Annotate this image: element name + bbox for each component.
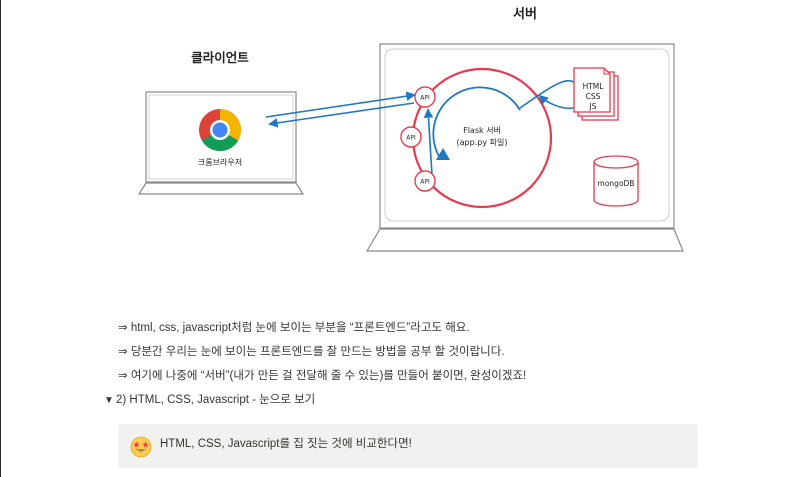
api-node-bottom: API — [414, 170, 436, 192]
flask-label-line2: (app.py 파일) — [457, 138, 508, 147]
db-label: mongoDB — [598, 179, 635, 188]
database-icon — [593, 155, 639, 207]
api-node-top: API — [414, 86, 436, 108]
client-title: 클라이언트 — [191, 50, 249, 65]
flask-cycle-arrowhead — [436, 148, 450, 160]
toggle-label: 2) HTML, CSS, Javascript - 눈으로 보기 — [116, 394, 316, 406]
content-line: ⇒ 당분간 우리는 눈에 보이는 프론트엔드를 잘 만드는 방법을 공부 할 것… — [118, 346, 505, 358]
file-label-js: JS — [589, 102, 597, 111]
chrome-icon — [199, 109, 242, 152]
server-title: 서버 — [513, 6, 537, 22]
response-arrow — [268, 102, 415, 128]
toggle-heading[interactable]: ▼2) HTML, CSS, Javascript - 눈으로 보기 — [104, 392, 315, 409]
svg-text:API: API — [420, 95, 430, 102]
star-struck-emoji-icon — [130, 436, 152, 458]
triangle-down-icon[interactable]: ▼ — [104, 395, 114, 406]
left-border — [0, 0, 1, 477]
browser-label: 크롬브라우저 — [198, 158, 242, 167]
content-line: ⇒ 여기에 나중에 “서버”(내가 만든 걸 전달해 줄 수 있는)를 만들어 … — [118, 370, 527, 382]
flask-label-line1: Flask 서버 — [463, 125, 501, 135]
flask-cycle-arrow — [432, 86, 521, 159]
api-node-middle: API — [400, 126, 422, 148]
callout-text: HTML, CSS, Javascript를 집 짓는 것에 비교한다면! — [160, 438, 412, 450]
request-arrow — [265, 91, 416, 118]
client-server-diagram: 서버 클라이언트 크롬브라우저 API API — [137, 6, 684, 252]
svg-text:API: API — [406, 135, 416, 142]
api-up-arrow — [423, 108, 434, 176]
callout-box: HTML, CSS, Javascript를 집 짓는 것에 비교한다면! — [118, 424, 698, 468]
file-label-css: CSS — [586, 92, 601, 101]
svg-text:API: API — [420, 179, 430, 186]
content-line: ⇒ html, css, javascript처럼 눈에 보이는 부분을 “프론… — [118, 322, 470, 334]
file-label-html: HTML — [583, 82, 605, 91]
files-icon — [573, 67, 619, 121]
